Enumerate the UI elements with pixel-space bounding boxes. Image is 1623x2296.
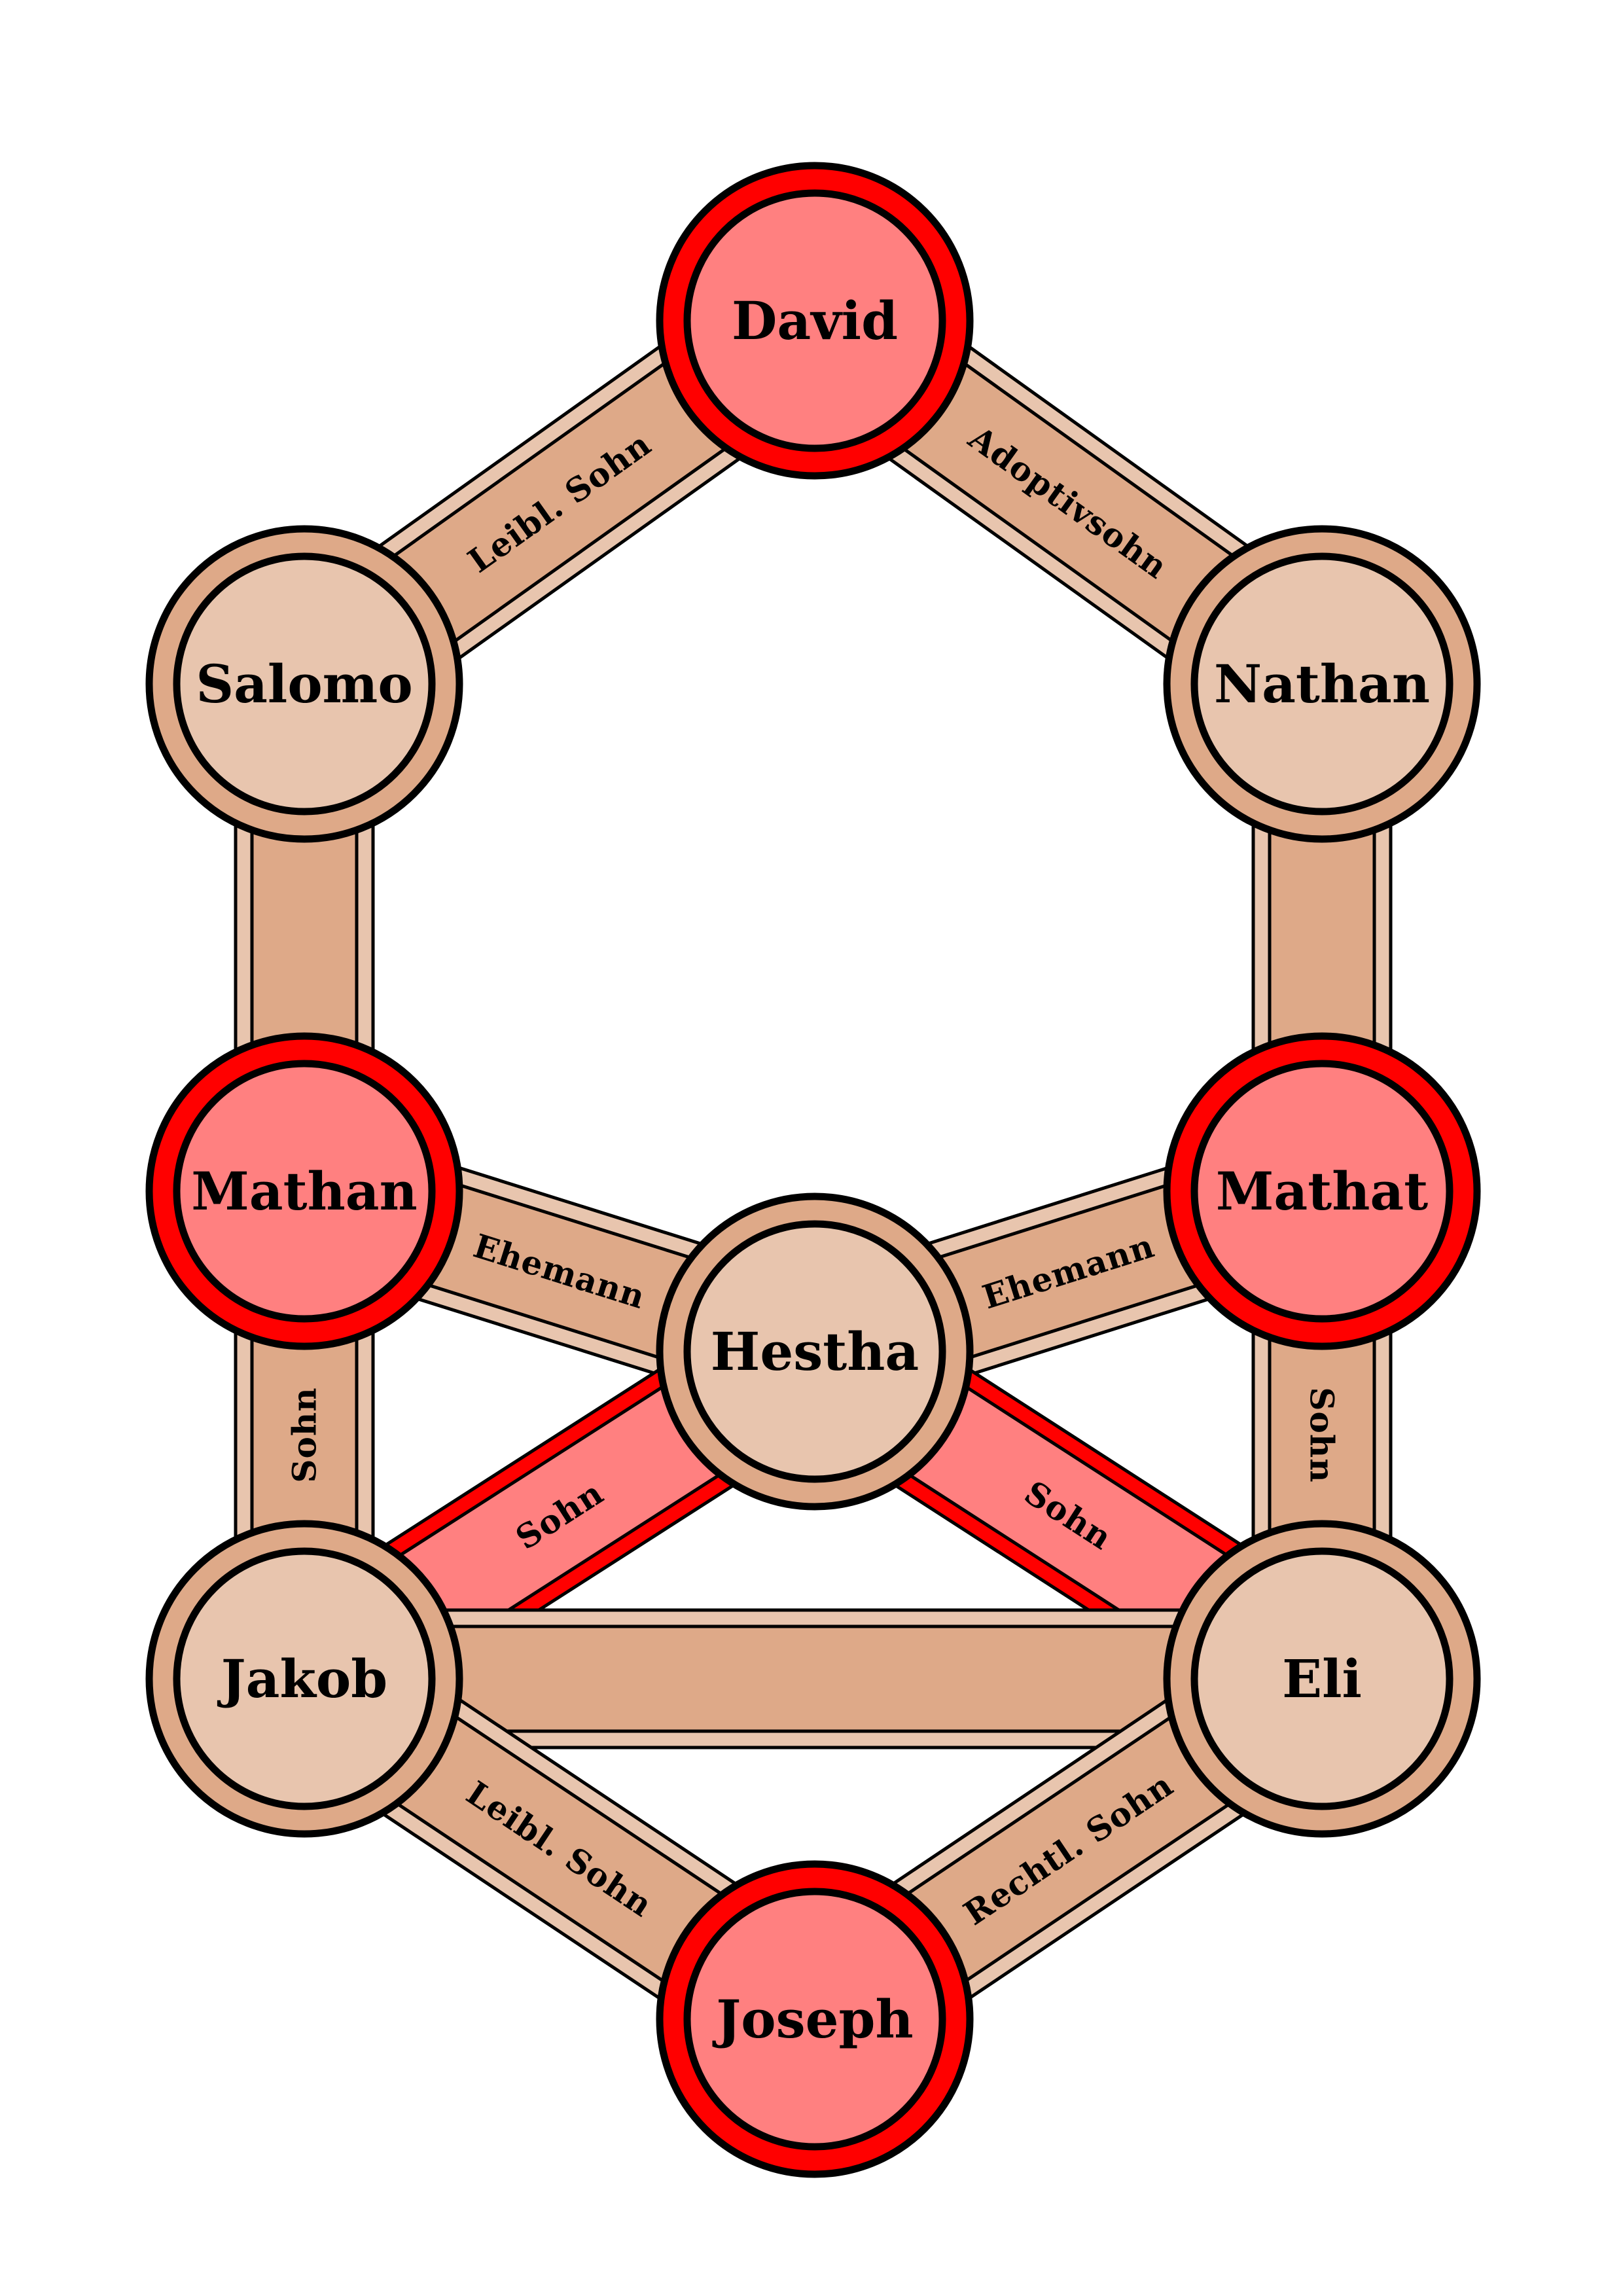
node-nathan[interactable]: Nathan [1163,525,1481,843]
node-mathat[interactable]: Mathat [1163,1032,1481,1350]
node-inner-circle [1190,1547,1454,1810]
node-label: Joseph [712,1988,913,2050]
edge-label: Sohn [1303,1387,1342,1482]
node-inner-circle [173,1060,436,1323]
node-inner-circle [1190,552,1454,816]
node-label: Eli [1282,1648,1362,1710]
node-inner-circle [683,1220,946,1483]
node-inner-circle [683,189,946,452]
node-label: Nathan [1214,653,1430,715]
node-label: Salomo [196,653,412,715]
node-label: David [732,290,898,351]
node-inner-circle [173,1547,436,1810]
node-hestha[interactable]: Hestha [656,1193,974,1511]
edge-label: Sohn [285,1387,324,1482]
node-david[interactable]: David [656,162,974,480]
node-mathan[interactable]: Mathan [145,1032,463,1350]
node-jakob[interactable]: Jakob [145,1520,463,1838]
node-label: Mathat [1216,1160,1428,1222]
node-salomo[interactable]: Salomo [145,525,463,843]
node-inner-circle [1190,1060,1454,1323]
node-label: Jakob [217,1648,387,1710]
node-inner-circle [173,552,436,816]
node-label: Mathan [191,1160,418,1222]
node-eli[interactable]: Eli [1163,1520,1481,1838]
node-label: Hestha [711,1321,919,1382]
node-inner-circle [683,1888,946,2151]
node-joseph[interactable]: Joseph [656,1860,974,2178]
